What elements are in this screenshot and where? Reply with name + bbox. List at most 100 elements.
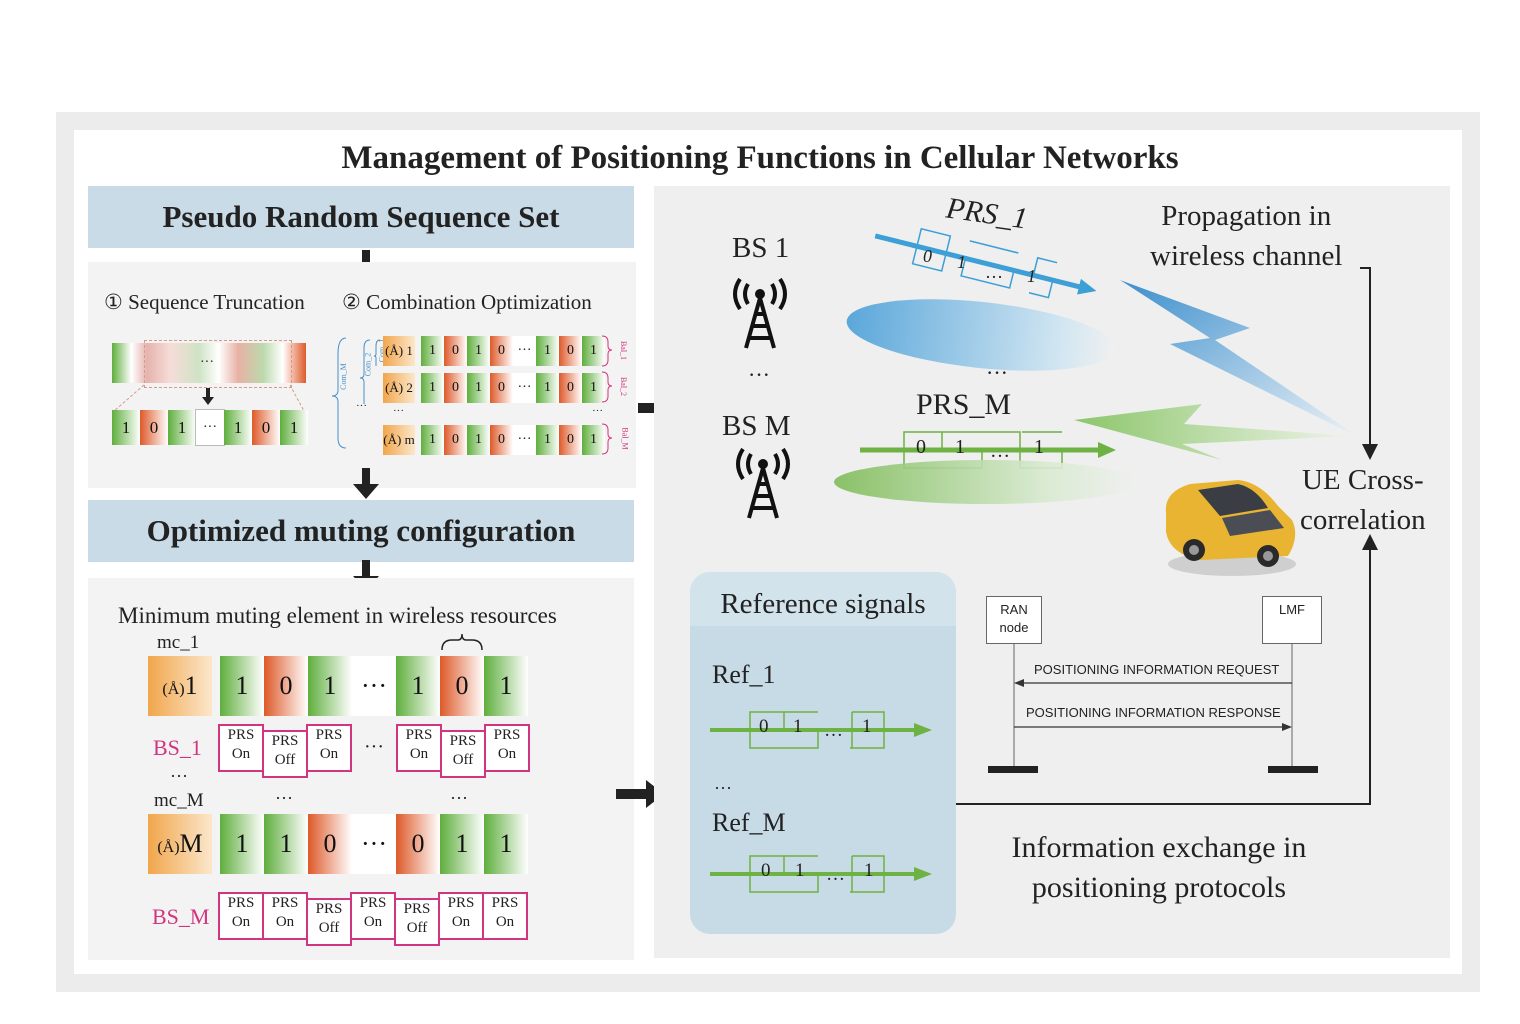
mc-cell: 1 [484,656,528,716]
combo-cell: 1 [421,425,444,455]
response-message: POSITIONING INFORMATION RESPONSE [1026,705,1281,720]
combo-cell: ··· [513,336,536,366]
prs-state: On [231,914,251,930]
ref-dots: ··· [714,778,732,798]
long-sequence-dots: ··· [200,355,214,370]
balance-braces [601,335,613,455]
prsM-bit: 1 [1034,436,1044,458]
prs1-bit: 1 [957,252,966,272]
ran-node-box: RAN node [986,596,1042,644]
combo-cell: 1 [421,373,444,403]
right-arrow-icon [616,780,664,808]
ref1-label: Ref_1 [712,660,776,689]
mc-id: M [179,829,203,858]
prs-text: PRS [227,727,255,743]
bs1-label: BS_1 [153,735,202,760]
green-lightning [1074,404,1352,460]
combo-cell: 0 [444,425,467,455]
combo-cell: 0 [559,373,582,403]
prs-state: On [231,746,251,762]
trunc-cell: 1 [280,410,308,445]
combo-cell: 0 [490,336,513,366]
step-truncation: ① Sequence Truncation [104,290,305,314]
propagation-line: Propagation in [1161,200,1332,232]
combo-cell: 0 [444,373,467,403]
combo-dots-a: ··· [356,400,367,412]
ue-line: UE Cross- [1301,464,1424,496]
muting-caption: Minimum muting element in wireless resou… [118,603,557,628]
brace-label-com2: Com_2 [363,352,373,377]
combo-cell: 0 [490,425,513,455]
combo-cell: 1 [582,425,605,455]
mc-cell: 1 [220,656,264,716]
mc-cell: ··· [352,814,396,874]
combo-cell: ··· [513,373,536,403]
prs1-bit: 1 [1027,266,1036,286]
prsM-bit: 0 [916,436,926,458]
dots-mid-a: ··· [275,788,293,808]
bal-label-2: Bal_2 [619,376,629,397]
info-line: positioning protocols [1031,871,1287,904]
combo-cell: 1 [536,373,559,403]
prs-state: On [497,746,517,762]
trunc-cell: 0 [252,410,280,445]
refM-bit: 1 [795,860,805,881]
truncation-window [144,340,292,388]
combo-row-id: (Å) 2 [383,373,415,403]
combo-cell: 1 [536,336,559,366]
mc-cell: ··· [352,656,396,716]
bs1-title: BS 1 [732,232,790,264]
combo-dots-b: ··· [393,405,404,417]
ue-line: correlation [1300,504,1426,536]
sequence-lines [988,644,1318,773]
prs-state: On [275,914,295,930]
refM-bit: 0 [761,860,771,881]
ref1-signal [710,711,932,749]
bal-label-1: Bal_1 [619,340,629,361]
combo-row-id: (Å) 1 [383,336,415,366]
mc-cell: 1 [220,814,264,874]
exchange-connector [956,534,1378,805]
mc-id-cell: (Å)1 [148,656,212,716]
muting-header: Optimized muting configuration [88,500,634,562]
trunc-cell: ··· [195,409,225,446]
car-icon [1165,480,1296,576]
prs-state: On [363,914,383,930]
combo-cell: 1 [582,373,605,403]
tower-icon: (Å) [385,343,404,358]
bal-label-M: Bal_M [620,427,630,450]
combo-cell: 1 [421,336,444,366]
combo-id: 1 [406,343,413,358]
mc-cell: 1 [440,814,484,874]
combo-id: 2 [406,380,413,395]
combo-row-2: (Å) 2 1 0 1 0 ··· 1 0 1 [383,373,605,403]
reference-header: Reference signals [690,572,956,626]
tower-icon: (Å) [383,432,402,447]
combo-cell: 1 [467,336,490,366]
prs-block: PRS On [218,724,264,772]
ref1-bit: 0 [759,716,769,737]
combo-dots-c: ··· [592,405,603,417]
prs-text: PRS [271,733,299,749]
prs-text: PRS [271,895,299,911]
refM-label: Ref_M [712,808,786,837]
ran-line: RAN [1000,602,1028,617]
combo-row-1: (Å) 1 1 0 1 0 ··· 1 0 1 [383,336,605,366]
tower-icon: (Å) [385,380,404,395]
truncation-guide-lines [113,384,305,412]
prsM-bit: 1 [955,436,965,458]
down-arrow-icon [353,468,379,499]
truncated-sequence: 1 0 1 ··· 1 0 1 [112,409,308,446]
prs-dots: ··· [986,360,1008,385]
tower-icon: (Å) [157,839,180,856]
ran-line: node [999,620,1029,635]
